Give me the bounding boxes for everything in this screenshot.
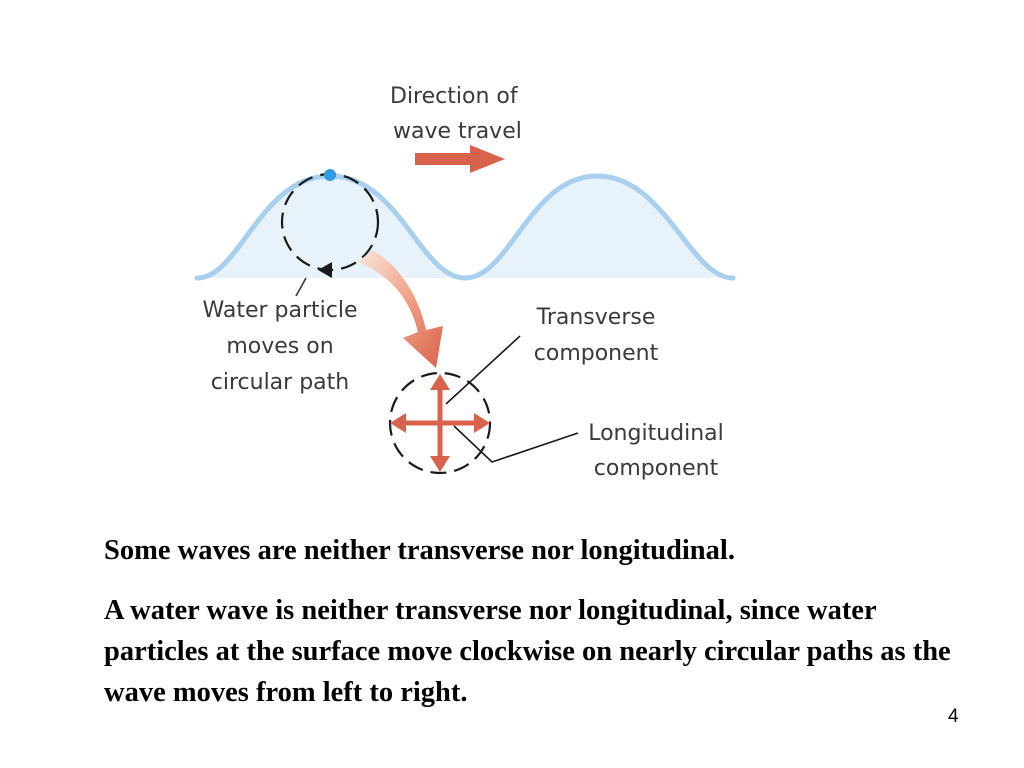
water-particle-dot [324,169,336,181]
statement-paragraph: Some waves are neither transverse nor lo… [104,535,735,566]
page-number: 4 [948,706,959,727]
transverse-label-line1: Transverse [536,305,656,330]
wave-surface [194,173,736,281]
explanation-paragraph: A water wave is neither transverse nor l… [104,595,951,708]
clockwise-arrowhead-icon [318,262,332,278]
water-wave-diagram: Direction of wave travel Water particle … [194,84,736,481]
particle-label-line1: Water particle [203,298,358,323]
wave-fill [197,176,733,278]
direction-label-line1: Direction of [390,84,519,109]
longitudinal-label-line1: Longitudinal [588,421,724,446]
zoom-arrow-icon [358,250,443,368]
transverse-leader-line [445,335,521,405]
longitudinal-leader-line [453,425,579,463]
particle-leader-line [295,277,307,297]
particle-label-line2: moves on [226,334,333,359]
transverse-label-line2: component [534,341,659,366]
direction-arrow-icon [415,145,505,173]
direction-label-line2: wave travel [393,119,522,144]
component-arrows-icon [390,374,490,472]
longitudinal-label-line2: component [594,456,719,481]
particle-label-line3: circular path [211,370,349,395]
